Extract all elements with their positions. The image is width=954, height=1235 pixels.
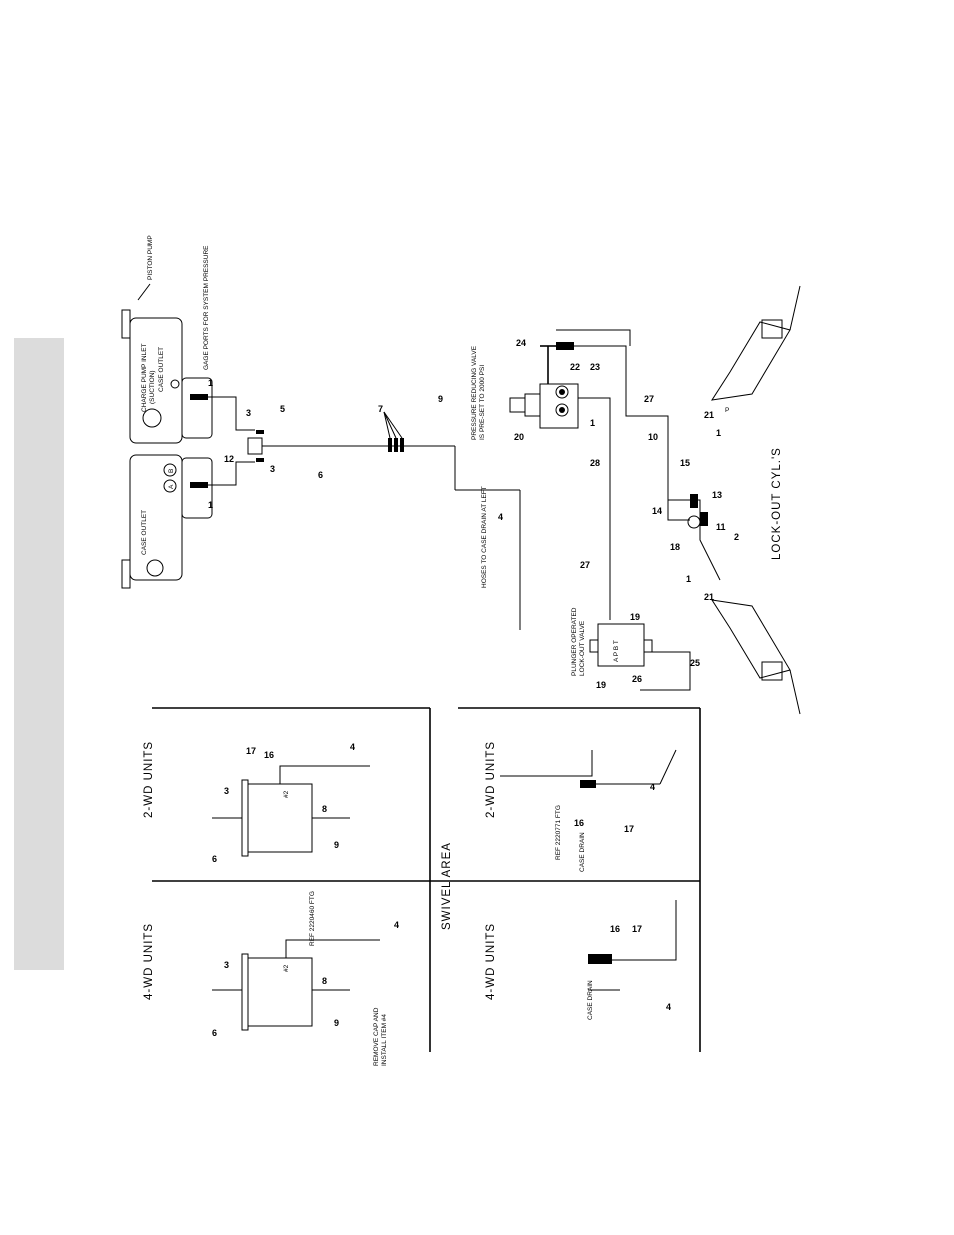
item-27-left: 27: [580, 560, 590, 570]
item-27-right: 27: [644, 394, 654, 404]
two-wd-units-bottom-title: 2-WD UNITS: [485, 741, 497, 818]
case-drain-label-4wd: CASE DRAIN: [587, 980, 594, 1020]
right-pump: [121, 309, 213, 444]
gage-ports-label: GAGE PORTS FOR SYSTEM PRESSURE: [203, 245, 210, 370]
item-9-2wd-top: 9: [334, 840, 339, 850]
item-10: 10: [648, 432, 658, 442]
item-17-2wd-top: 17: [246, 746, 256, 756]
item-3-tee-top: 3: [246, 408, 251, 418]
item-18: 18: [670, 542, 680, 552]
item-1-prv: 1: [590, 418, 595, 428]
port-a-label: A: [168, 484, 175, 489]
item-5: 5: [280, 404, 285, 414]
item-17-4wd-bottom: 17: [632, 924, 642, 934]
item-14: 14: [652, 506, 662, 516]
item-16-2wd-top: 16: [264, 750, 274, 760]
swivel-body-4wd: [212, 939, 380, 1031]
suction-label: (SUCTION): [149, 370, 156, 404]
item-6-4wd-top: 6: [212, 1028, 217, 1038]
item-7: 7: [378, 404, 383, 414]
item-15: 15: [680, 458, 690, 468]
left-pump: [121, 454, 213, 589]
item-23: 23: [590, 362, 600, 372]
item-4-2wd-bottom: 4: [650, 782, 655, 792]
item-9-4wd-top: 9: [334, 1018, 339, 1028]
remove-cap-label-line2: INSTALL ITEM #4: [381, 1014, 388, 1066]
item-6: 6: [318, 470, 323, 480]
piston-pump-label: PISTON PUMP: [147, 235, 154, 280]
item-21-right: 21: [704, 410, 714, 420]
lockout-cylinder-left: [710, 599, 801, 715]
item-16-2wd-bottom: 16: [574, 818, 584, 828]
remove-cap-label-line1: REMOVE CAP AND: [373, 1007, 380, 1066]
plunger-lockout-valve: [589, 623, 653, 667]
item-11: 11: [716, 522, 726, 532]
two-wd-units-top-title: 2-WD UNITS: [143, 741, 155, 818]
four-wd-units-bottom-title: 4-WD UNITS: [485, 923, 497, 1000]
item-3-4wd-top: 3: [224, 960, 229, 970]
item-21-left: 21: [704, 592, 714, 602]
four-wd-units-top-title: 4-WD UNITS: [143, 923, 155, 1000]
item-1-left-pump: 1: [208, 500, 213, 510]
ref-2220771-label: REF 2220771 FTG: [555, 805, 562, 860]
item-22: 22: [570, 362, 580, 372]
swivel-area-title: SWIVEL AREA: [441, 842, 453, 930]
swivel-area-frame: [152, 707, 701, 1052]
item-13: 13: [712, 490, 722, 500]
charge-pump-inlet-label: CHARGE PUMP INLET: [141, 343, 148, 412]
port-2-label-4wd: #2: [283, 964, 290, 972]
item-6-2wd-top: 6: [212, 854, 217, 864]
item-4-2wd-top: 4: [350, 742, 355, 752]
item-16-4wd-bottom: 16: [610, 924, 620, 934]
hoses-to-case-drain-label: HOSES TO CASE DRAIN AT LEFT: [481, 486, 488, 588]
item-17-2wd-bottom: 17: [624, 824, 634, 834]
case-drain-label-2wd: CASE DRAIN: [579, 832, 586, 872]
item-12: 12: [224, 454, 234, 464]
case-drain-4wd: [588, 900, 677, 991]
lockout-cylinder-right: [710, 285, 801, 401]
item-4-4wd-bottom: 4: [666, 1002, 671, 1012]
item-2: 2: [734, 532, 739, 542]
ref-2220460-label: REF 2220460 FTG: [309, 891, 316, 946]
item-19-left: 19: [596, 680, 606, 690]
port-b-label: B: [168, 469, 175, 473]
port-2-label-2wd: #2: [283, 790, 290, 798]
item-8-4wd-top: 8: [322, 976, 327, 986]
item-1-cyl-right: 1: [716, 428, 721, 438]
prv-label-line1: PRESSURE REDUCING VALVE: [471, 345, 478, 440]
plunger-label-line1: PLUNGER OPERATED: [571, 607, 578, 676]
side-tab: [14, 338, 64, 970]
item-24: 24: [516, 338, 526, 348]
item-25: 25: [690, 658, 700, 668]
item-3-tee-bottom: 3: [270, 464, 275, 474]
left-case-outlet-label: CASE OUTLET: [141, 510, 148, 555]
item-28: 28: [590, 458, 600, 468]
item-4-main: 4: [498, 512, 503, 522]
valve-p-label: P: [725, 407, 729, 414]
lockout-cyls-label: LOCK-OUT CYL.'S: [771, 447, 783, 560]
case-drain-2wd: [500, 749, 677, 788]
item-1-cyl-left: 1: [686, 574, 691, 584]
item-4-4wd-top: 4: [394, 920, 399, 930]
pressure-reducing-valve: [509, 383, 579, 429]
swivel-body-2wd: [212, 765, 370, 857]
item-26: 26: [632, 674, 642, 684]
plunger-label-line2: LOCK-OUT VALVE: [579, 620, 586, 676]
right-case-outlet-label: CASE OUTLET: [158, 347, 165, 392]
item-20: 20: [514, 432, 524, 442]
item-9-main: 9: [438, 394, 443, 404]
prv-label-line2: IS PRE-SET TO 2000 PSI: [479, 365, 486, 440]
item-1-right-pump: 1: [208, 378, 213, 388]
item-8-2wd-top: 8: [322, 804, 327, 814]
item-19-right: 19: [630, 612, 640, 622]
item-3-2wd-top: 3: [224, 786, 229, 796]
valve-ports-label: A P B T: [613, 640, 620, 662]
